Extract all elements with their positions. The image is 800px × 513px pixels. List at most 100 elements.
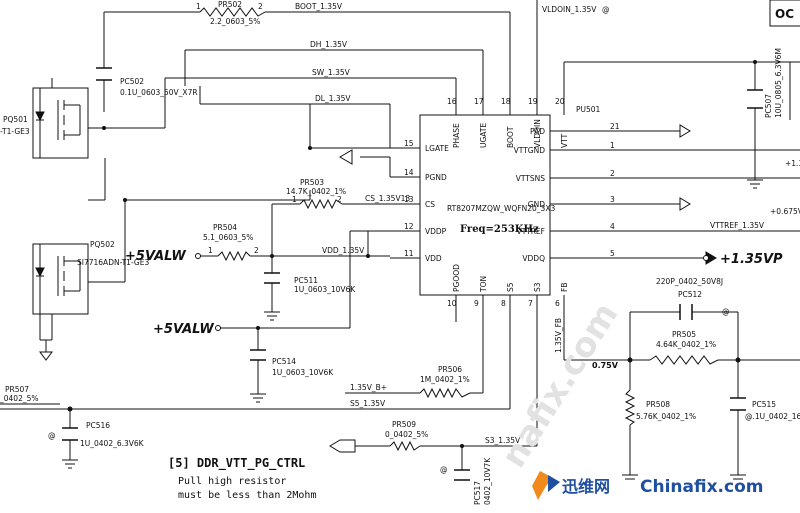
ic-pin-num-18: 18 <box>501 97 511 106</box>
junction-dots <box>67 60 757 448</box>
ic-pin-num-12: 12 <box>404 222 414 231</box>
capacitor-pc514 <box>250 349 266 361</box>
ic-pin-num-17: 17 <box>474 97 484 106</box>
resistor-pr508 <box>624 389 636 426</box>
pc502-ref: PC502 <box>120 77 144 86</box>
resistor-pr505 <box>649 355 719 365</box>
pq502-ref: PQ502 <box>90 240 115 249</box>
pr509-val: 0_0402_5% <box>385 430 428 439</box>
ic-pin-name-lgate: LGATE <box>425 144 449 153</box>
pc514-val: 1U_0603_10V6K <box>272 368 334 377</box>
ic-pin-num-7: 7 <box>528 299 533 308</box>
ground-symbols <box>62 149 763 480</box>
pc517-ref: PC517 <box>473 481 482 505</box>
resistor-pr506 <box>419 387 471 399</box>
ic-pin-name-s5: S5 <box>506 282 515 292</box>
pr503-p1: 1 <box>292 195 297 204</box>
ic-freq: Freq=253KHz <box>460 224 539 235</box>
vtt-pg-port <box>329 439 356 453</box>
power-valw-2: +5VALW <box>153 322 214 337</box>
valw1-terminal <box>195 253 201 259</box>
ic-pin-name-pad: PAD <box>530 127 545 136</box>
capacitor-pc502 <box>96 67 112 81</box>
ic-pin-num-5: 5 <box>610 249 615 258</box>
net-sw: SW_1.35V <box>312 68 351 77</box>
ic-pin-name-cs: CS <box>425 200 435 209</box>
ic-pin-name-gnd: GND <box>528 200 545 209</box>
net-boot: BOOT_1.35V <box>295 2 343 11</box>
ic-pin-name-pgood: PGOOD <box>452 264 461 292</box>
net-b-plus: 1.35V_B+ <box>350 383 387 392</box>
ic-pin-num-4: 4 <box>610 222 615 231</box>
pq501-ref: PQ501 <box>3 115 28 124</box>
pr504-ref: PR504 <box>213 223 237 232</box>
pq502-val: SI7716ADN-T1-GE3 <box>77 258 149 267</box>
pr507-ref: PR507 <box>5 385 29 394</box>
net-vttref: VTTREF_1.35V <box>710 221 765 230</box>
ic-pin-name-vldoin: VLDOIN <box>533 119 542 148</box>
note-line-2: must be less than 2Mohm <box>178 490 316 501</box>
pc507-val: 10U_0805_6.3V6M <box>774 48 783 118</box>
pq501-val: -T1-GE3 <box>0 127 30 136</box>
capacitor-pc515 <box>730 397 746 411</box>
ic-pin-name-boot: BOOT <box>506 126 515 148</box>
pr503-ref: PR503 <box>300 178 324 187</box>
power-1v35vp: +1.35VP <box>720 252 783 267</box>
ic-pin-name-vttsns: VTTSNS <box>516 174 546 183</box>
net-dh: DH_1.35V <box>310 40 348 49</box>
pr508-ref: PR508 <box>646 400 670 409</box>
net-v075: 0.75V <box>592 361 619 370</box>
pc512-val: 220P_0402_50V8J <box>656 277 723 286</box>
ic-pin-name-ugate: UGATE <box>479 123 488 148</box>
valw2-terminal <box>215 325 221 331</box>
power-valw-1: +5VALW <box>125 249 186 264</box>
vp135-terminal <box>703 255 709 261</box>
ic-body-pu501 <box>419 114 551 296</box>
pc507-ref: PC507 <box>764 94 773 118</box>
pr508-val: 5.76K_0402_1% <box>636 412 696 421</box>
net-vdd: VDD_1.35V <box>322 246 365 255</box>
pc517-val: 0402_10V7K <box>483 457 492 505</box>
net-v0675: +0.675V <box>770 207 800 216</box>
resistor-pr504 <box>217 250 251 262</box>
note-line-1: Pull high resistor <box>178 476 286 487</box>
transistor-pq501 <box>32 78 89 159</box>
pr504-p2: 2 <box>254 246 259 255</box>
pc517-at: @ <box>440 465 448 474</box>
ic-pins: LGATE15PGND14CS13VDDP12VDD11PHASE16UGATE… <box>404 97 620 308</box>
pr505-val: 4.64K_0402_1% <box>656 340 716 349</box>
pr502-p1: 1 <box>196 2 201 11</box>
corner-box <box>769 0 800 27</box>
pr506-ref: PR506 <box>438 365 462 374</box>
ic-pin-num-6: 6 <box>555 299 560 308</box>
ic-pin-name-vttref: VTTREF <box>517 227 545 236</box>
ic-pin-name-fb: FB <box>560 283 569 292</box>
pc514-ref: PC514 <box>272 357 296 366</box>
pc511-val: 1U_0603_10V6K <box>294 285 356 294</box>
ic-pin-num-15: 15 <box>404 139 414 148</box>
watermark-cn: 迅维网 <box>562 477 610 496</box>
ic-pin-num-8: 8 <box>501 299 506 308</box>
net-s3: S3_1.35V <box>485 436 521 445</box>
pc516-ref: PC516 <box>86 421 110 430</box>
resistor-pr502 <box>199 7 266 17</box>
net-dl: DL_1.35V <box>315 94 351 103</box>
net-vldoin: VLDOIN_1.35V <box>542 5 597 14</box>
pc515-ref: PC515 <box>752 400 776 409</box>
ic-pin-name-vdd: VDD <box>425 254 442 263</box>
pc511-ref: PC511 <box>294 276 318 285</box>
pr503-val: 14.7K_0402_1% <box>286 187 346 196</box>
capacitor-pc511 <box>264 272 280 284</box>
pr505-ref: PR505 <box>672 330 696 339</box>
ic-pin-name-phase: PHASE <box>452 123 461 148</box>
ic-pin-num-10: 10 <box>447 299 457 308</box>
pr504-p1: 1 <box>208 246 213 255</box>
ic-pin-num-16: 16 <box>447 97 457 106</box>
ic-pin-num-2: 2 <box>610 169 615 178</box>
transistor-pq502 <box>32 243 89 361</box>
pr506-val: 1M_0402_1% <box>420 375 470 384</box>
ic-pin-num-21: 21 <box>610 122 620 131</box>
ic-pin-num-3: 3 <box>610 195 615 204</box>
